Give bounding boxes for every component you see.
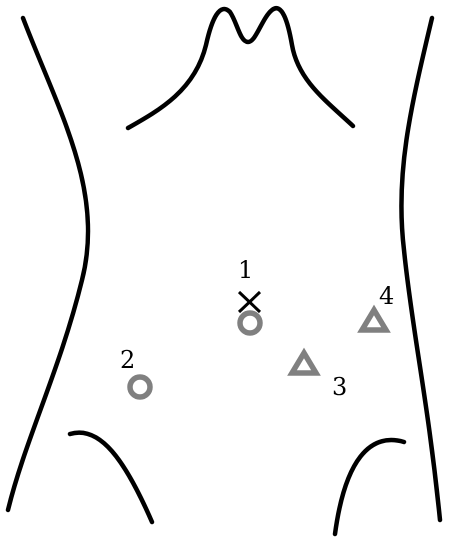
marker-2: 2 [120, 346, 150, 397]
left-groin-line [70, 433, 152, 522]
marker-2-label: 2 [120, 346, 135, 374]
right-groin-line [335, 440, 404, 534]
triangle-icon [362, 310, 386, 330]
chest-neckline [128, 8, 353, 128]
triangle-icon [292, 353, 316, 373]
right-body-contour [401, 18, 440, 520]
marker-4-label: 4 [379, 282, 394, 310]
marker-3-label: 3 [332, 373, 347, 401]
marker-1: 1 [238, 256, 260, 333]
marker-4: 4 [362, 282, 394, 330]
circle-icon [240, 313, 260, 333]
circle-icon [130, 377, 150, 397]
left-body-contour [8, 18, 88, 510]
torso-outline [8, 8, 440, 534]
marker-1-label: 1 [238, 256, 253, 284]
cross-icon [239, 292, 260, 312]
marker-3: 3 [292, 353, 347, 401]
